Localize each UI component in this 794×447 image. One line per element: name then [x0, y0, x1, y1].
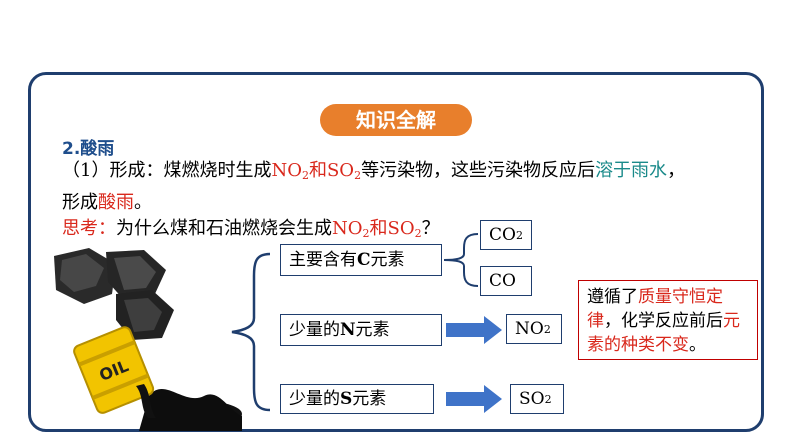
section-title: 2.酸雨 — [62, 139, 115, 159]
formation-line-2: 形成酸雨。 — [62, 192, 152, 213]
conservation-note: 遵循了质量守恒定律，化学反应前后元素的种类不变。 — [578, 280, 758, 360]
co-box: CO — [480, 266, 532, 296]
no2-formula: NO2 — [271, 160, 309, 182]
think-question: 思考：为什么煤和石油燃烧会生成NO2和SO2？ — [62, 218, 440, 240]
think-label: 思考： — [62, 218, 116, 239]
so2-formula: SO2 — [326, 160, 362, 182]
arrow-to-no2 — [446, 316, 502, 344]
arrow-to-so2 — [446, 385, 502, 413]
section-badge: 知识全解 — [320, 104, 472, 136]
dissolve-in-rain-text: 溶于雨水 — [595, 160, 668, 181]
coal-oil-illustration: OIL — [54, 248, 242, 431]
coal-icon — [54, 248, 174, 340]
formation-mid-text: 等污染物，这些污染物反应后 — [361, 160, 596, 181]
law-term: 质量守恒定律 — [587, 287, 723, 331]
left-brace — [231, 252, 271, 412]
formation-line-1: （1）形成：煤燃烧时生成NO2和SO2等污染物，这些污染物反应后溶于雨水， — [62, 160, 686, 182]
and-text: 和 — [308, 160, 327, 181]
oil-barrel-icon: OIL — [73, 326, 242, 431]
formation-text: （1）形成：煤燃烧时生成 — [62, 160, 272, 181]
think-so2: SO2 — [387, 218, 422, 240]
think-no2: NO2 — [332, 218, 370, 240]
small-brace — [443, 233, 479, 287]
elements-term: 元素的种类不变 — [587, 311, 740, 355]
acid-rain-term: 酸雨 — [98, 192, 134, 213]
